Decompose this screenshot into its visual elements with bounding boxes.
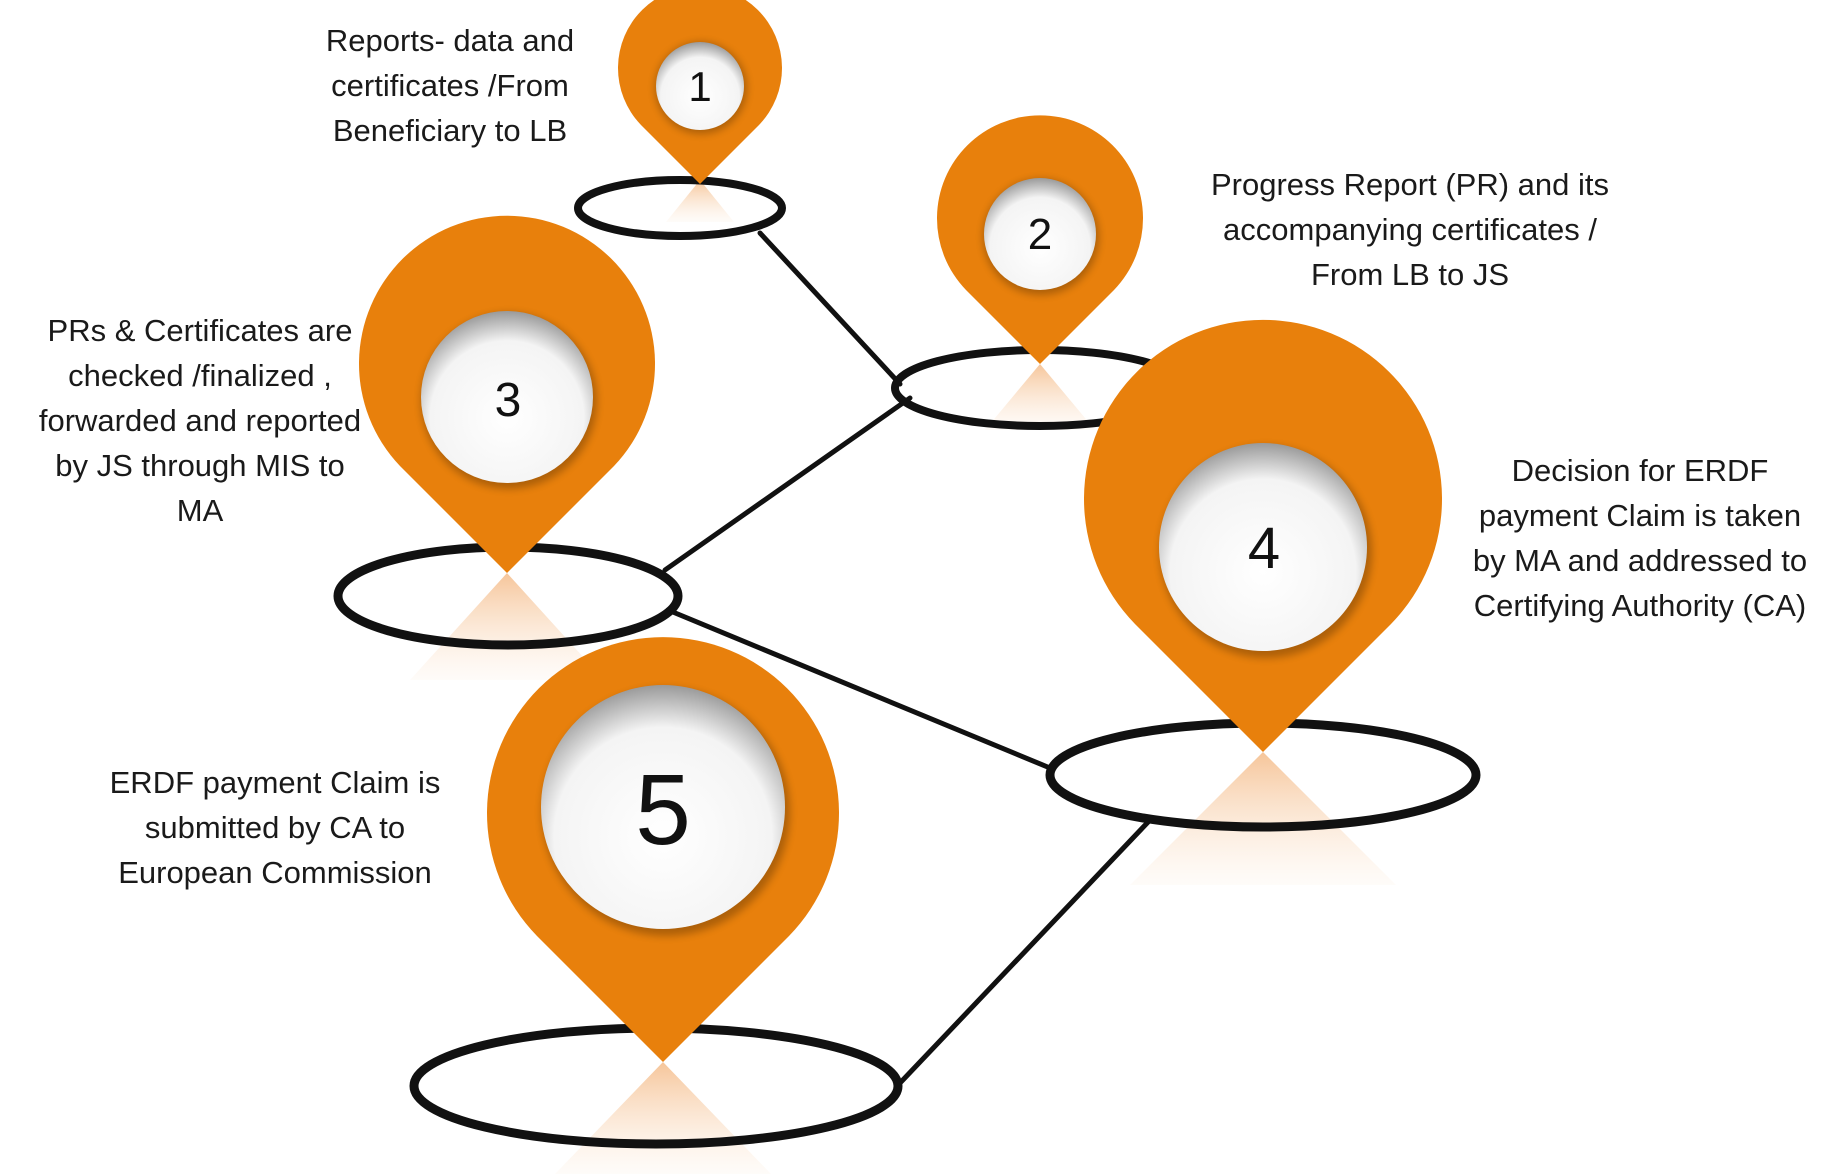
step-2-label-line: From LB to JS — [1310, 257, 1510, 292]
step-5-label-line: ERDF payment Claim is — [109, 765, 441, 800]
step-3-label: PRs & Certificates are checked /finalize… — [15, 308, 385, 533]
step-2-label-line: Progress Report (PR) and its — [1211, 167, 1609, 202]
step-1-label-line: certificates /From — [331, 68, 569, 103]
step-1-number: 1 — [688, 63, 711, 110]
step-2-label-line: accompanying certificates / — [1223, 212, 1597, 247]
step-5-pin-hole — [541, 685, 785, 929]
step-2-number: 2 — [1028, 210, 1052, 259]
step-3-light-beam — [410, 573, 604, 680]
connector-lines — [662, 230, 1153, 1086]
step-3-label-line: MA — [176, 493, 224, 528]
step-4-label-line: by MA and addressed to — [1472, 543, 1808, 578]
step-4-light-beam — [1130, 752, 1396, 885]
step-1-pin-hole — [656, 42, 744, 130]
step-5-label-line: European Commission — [118, 855, 432, 890]
connector-1-2 — [757, 230, 903, 387]
step-4-label-line: payment Claim is taken — [1478, 498, 1802, 533]
step-3-pin-hole — [421, 311, 593, 483]
step-4-pin-hole — [1159, 443, 1367, 651]
step-4-number: 4 — [1248, 516, 1280, 581]
step-2-light-beam — [985, 364, 1095, 430]
step-4-label-line: Decision for ERDF — [1511, 453, 1769, 488]
step-3-label-line: by JS through MIS to — [55, 448, 345, 483]
step-5-number: 5 — [635, 754, 691, 866]
step-2-marker: 2 — [891, 115, 1189, 430]
step-1-marker: 1 — [574, 0, 786, 240]
step-2-label: Progress Report (PR) and its accompanyin… — [1180, 162, 1640, 297]
step-4-label: Decision for ERDF payment Claim is taken… — [1450, 448, 1830, 628]
step-1-label-line: Beneficiary to LB — [332, 113, 568, 148]
step-5-label: ERDF payment Claim is submitted by CA to… — [80, 760, 470, 895]
step-1-base-ring — [574, 176, 786, 240]
connector-4-5 — [897, 817, 1153, 1086]
step-5-light-beam — [555, 1062, 771, 1174]
step-3-label-line: PRs & Certificates are — [47, 313, 353, 348]
step-2-pin-hole — [984, 178, 1096, 290]
step-3-label-line: forwarded and reported — [38, 403, 362, 438]
step-3-label-line: checked /finalized , — [68, 358, 332, 393]
step-4-label-line: Certifying Authority (CA) — [1473, 588, 1807, 623]
connector-3-4 — [665, 607, 1053, 771]
connector-2-3 — [662, 395, 913, 573]
step-5-marker: 5 — [409, 637, 903, 1174]
step-1-light-beam — [666, 180, 734, 222]
step-1-label-line: Reports- data and — [325, 23, 575, 58]
step-3-number: 3 — [495, 374, 522, 427]
step-3-marker: 3 — [333, 215, 683, 680]
step-1-label: Reports- data and certificates /From Ben… — [300, 18, 600, 153]
step-5-label-line: submitted by CA to — [144, 810, 406, 845]
step-4-marker: 4 — [1045, 319, 1481, 885]
